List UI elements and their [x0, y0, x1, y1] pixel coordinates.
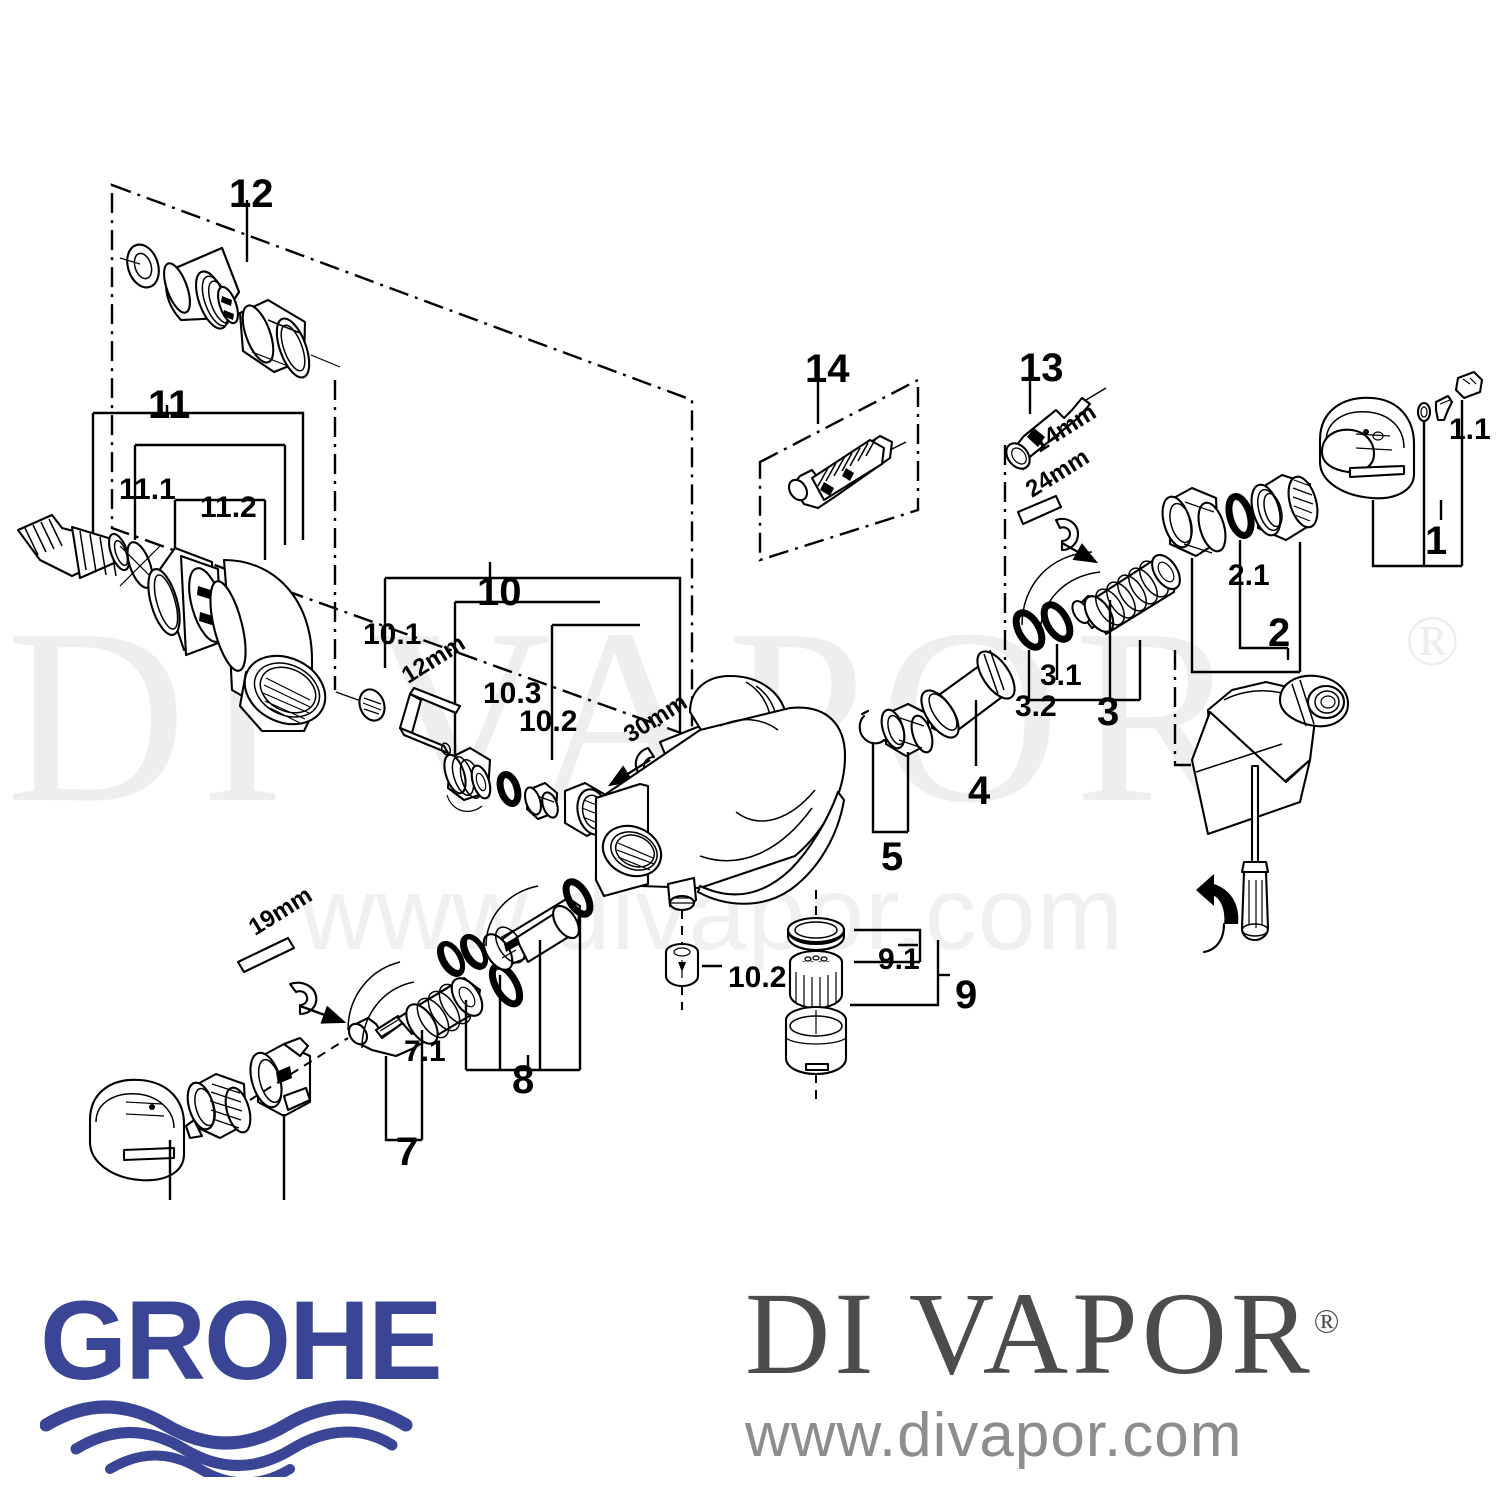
divapor-wordmark: DI VAPOR®	[745, 1275, 1485, 1393]
part-number-2-1: 2.1	[1228, 559, 1270, 592]
part-number-9-1: 9.1	[878, 943, 920, 976]
part-number-7: 7	[396, 1130, 419, 1174]
registered-icon: ®	[1313, 1303, 1344, 1341]
part-number-3-1: 3.1	[1040, 659, 1082, 692]
part-13-socket	[1005, 387, 1107, 470]
grohe-wordmark: GROHE	[40, 1278, 443, 1403]
part-number-5: 5	[881, 835, 904, 879]
part-14-cartridge	[787, 434, 907, 510]
part-number-2: 2	[1268, 611, 1291, 655]
part-10-group	[358, 686, 610, 838]
part-number-4: 4	[968, 769, 991, 813]
part-2-group	[1161, 473, 1319, 558]
part-number-1-1: 1.1	[1449, 413, 1491, 446]
part-number-10-2: 10.2	[519, 705, 578, 738]
tool-24mm-spanner	[1016, 494, 1099, 564]
divapor-logo: DI VAPOR® www.divapor.com	[745, 1275, 1485, 1490]
handle-assembly-bottom-left	[88, 1036, 349, 1182]
part-11-group	[16, 513, 327, 733]
part-number-1: 1	[1425, 519, 1448, 563]
part-number-10-3: 10.3	[483, 677, 542, 710]
grohe-waves-icon	[39, 1400, 413, 1488]
part-9-group	[784, 890, 848, 1100]
divapor-url: www.divapor.com	[745, 1401, 1243, 1470]
part-number-7-1: 7.1	[404, 1035, 446, 1068]
part-number-3-2: 3.2	[1015, 690, 1057, 723]
part-number-10: 10	[477, 570, 522, 614]
part-10-2-screw	[664, 910, 722, 1010]
grohe-logo: GROHE	[39, 1278, 460, 1488]
exploded-parts-illustration: .s{fill:none;stroke:#000;stroke-width:2.…	[16, 183, 1484, 1200]
part-number-9: 9	[955, 973, 978, 1017]
divapor-name: DI VAPOR	[745, 1268, 1314, 1399]
part-number-3: 3	[1097, 690, 1120, 734]
part-1-group	[1318, 370, 1484, 500]
service-illustration-screwdriver	[1173, 650, 1350, 954]
part-number-8: 8	[512, 1058, 535, 1102]
part-number-10-2b: 10.2	[728, 961, 787, 994]
part-number-12: 12	[229, 172, 274, 216]
part-12-group	[126, 243, 311, 379]
part-number-10-1: 10.1	[363, 618, 422, 651]
part-number-13: 13	[1019, 346, 1064, 390]
part-8-group	[436, 878, 594, 977]
part-5-group	[858, 702, 934, 758]
part-number-11: 11	[148, 383, 191, 427]
part-4-sleeve	[920, 649, 1016, 739]
main-valve-body	[594, 674, 847, 912]
part-number-11-1: 11.1	[119, 473, 176, 506]
part-number-11-2: 11.2	[200, 491, 257, 524]
footer-logos: GROHE DI VAPOR® www.divapor.com	[0, 1265, 1500, 1500]
part-3-group	[1012, 551, 1181, 651]
part-number-14: 14	[805, 347, 850, 391]
